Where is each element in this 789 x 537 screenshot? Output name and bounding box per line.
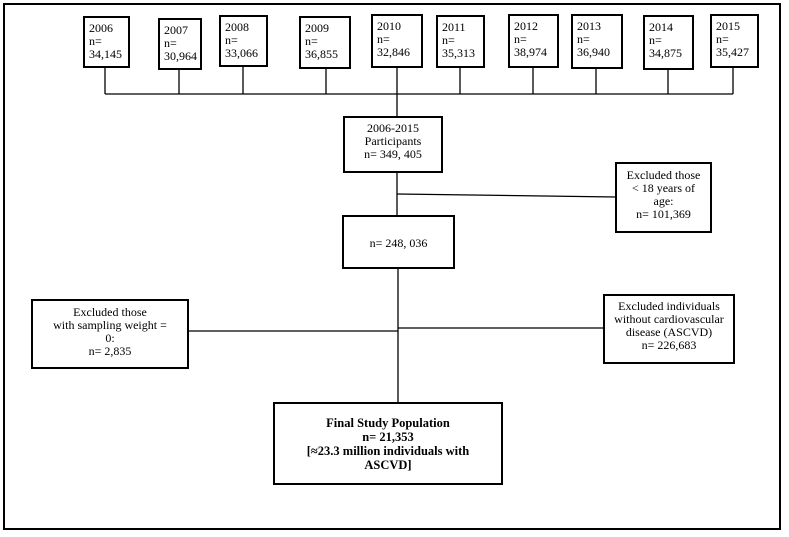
- age-exclusion-line1: Excluded those: [626, 168, 701, 182]
- n-label: n=: [89, 34, 102, 48]
- age-exclusion-box: Excluded those < 18 years of age: n= 101…: [615, 162, 712, 233]
- age-exclusion-line2: < 18 years of: [631, 181, 696, 195]
- year-box-2007: 2007 n= 30,964: [158, 18, 202, 70]
- year-box-2006: 2006 n= 34,145: [83, 16, 130, 68]
- n-label: n=: [164, 36, 177, 50]
- post-age-box: n= 248, 036: [342, 215, 455, 269]
- ascvd-exclusion-box: Excluded individuals without cardiovascu…: [603, 294, 735, 364]
- weight-exclusion-line2: with sampling weight =: [53, 318, 167, 332]
- weight-exclusion-box: Excluded those with sampling weight = 0:…: [31, 299, 189, 369]
- year-count: 32,846: [377, 45, 410, 59]
- year-label: 2008: [225, 20, 249, 34]
- n-label: n=: [305, 34, 318, 48]
- n-label: n=: [716, 32, 729, 46]
- year-count: 34,875: [649, 46, 682, 60]
- post-age-count: n= 248, 036: [369, 236, 428, 250]
- final-estimate: [≈23.3 million individuals with: [306, 444, 470, 458]
- year-label: 2011: [442, 20, 466, 34]
- year-label: 2006: [89, 21, 113, 35]
- n-label: n=: [377, 32, 390, 46]
- n-label: n=: [442, 33, 455, 47]
- year-box-2008: 2008 n= 33,066: [219, 15, 268, 67]
- year-count: 35,313: [442, 46, 475, 60]
- year-label: 2013: [577, 19, 601, 33]
- year-box-2010: 2010 n= 32,846: [371, 14, 423, 68]
- year-box-2011: 2011 n= 35,313: [436, 15, 485, 68]
- ascvd-exclusion-line2: without cardiovascular: [614, 312, 724, 326]
- year-count: 35,427: [716, 45, 749, 59]
- age-exclusion-count: n= 101,369: [636, 207, 691, 221]
- year-label: 2014: [649, 20, 673, 34]
- n-label: n=: [649, 33, 662, 47]
- ascvd-exclusion-count: n= 226,683: [641, 338, 697, 352]
- year-label: 2015: [716, 19, 740, 33]
- year-box-2012: 2012 n= 38,974: [508, 14, 559, 68]
- year-count: 36,940: [577, 45, 610, 59]
- weight-exclusion-count: n= 2,835: [88, 344, 132, 358]
- weight-exclusion-line3: 0:: [105, 331, 115, 345]
- participants-count: n= 349, 405: [364, 147, 422, 161]
- n-label: n=: [577, 32, 590, 46]
- final-population-box: Final Study Population n= 21,353 [≈23.3 …: [273, 402, 503, 485]
- year-count: 38,974: [514, 45, 547, 59]
- year-count: 30,964: [164, 49, 197, 63]
- n-label: n=: [225, 33, 238, 47]
- age-exclusion-line3: age:: [653, 194, 674, 208]
- year-box-2009: 2009 n= 36,855: [299, 16, 351, 69]
- participants-box: 2006-2015 Participants n= 349, 405: [343, 116, 443, 173]
- year-label: 2009: [305, 21, 329, 35]
- ascvd-exclusion-line1: Excluded individuals: [618, 299, 720, 313]
- n-label: n=: [514, 32, 527, 46]
- year-box-2013: 2013 n= 36,940: [571, 14, 623, 69]
- weight-exclusion-line1: Excluded those: [73, 305, 147, 319]
- year-count: 33,066: [225, 46, 258, 60]
- year-label: 2010: [377, 19, 401, 33]
- final-count: n= 21,353: [362, 430, 414, 444]
- final-estimate-cont: ASCVD]: [364, 458, 412, 472]
- branch-age-exclusion: [396, 193, 617, 198]
- ascvd-exclusion-line3: disease (ASCVD): [625, 325, 713, 339]
- year-count: 36,855: [305, 47, 338, 61]
- year-count: 34,145: [89, 47, 122, 61]
- year-box-2014: 2014 n= 34,875: [643, 15, 694, 70]
- year-box-2015: 2015 n= 35,427: [710, 14, 759, 68]
- year-label: 2007: [164, 23, 188, 37]
- final-title: Final Study Population: [326, 416, 450, 430]
- participants-years: 2006-2015: [367, 121, 419, 135]
- participants-label: Participants: [364, 134, 422, 148]
- year-label: 2012: [514, 19, 538, 33]
